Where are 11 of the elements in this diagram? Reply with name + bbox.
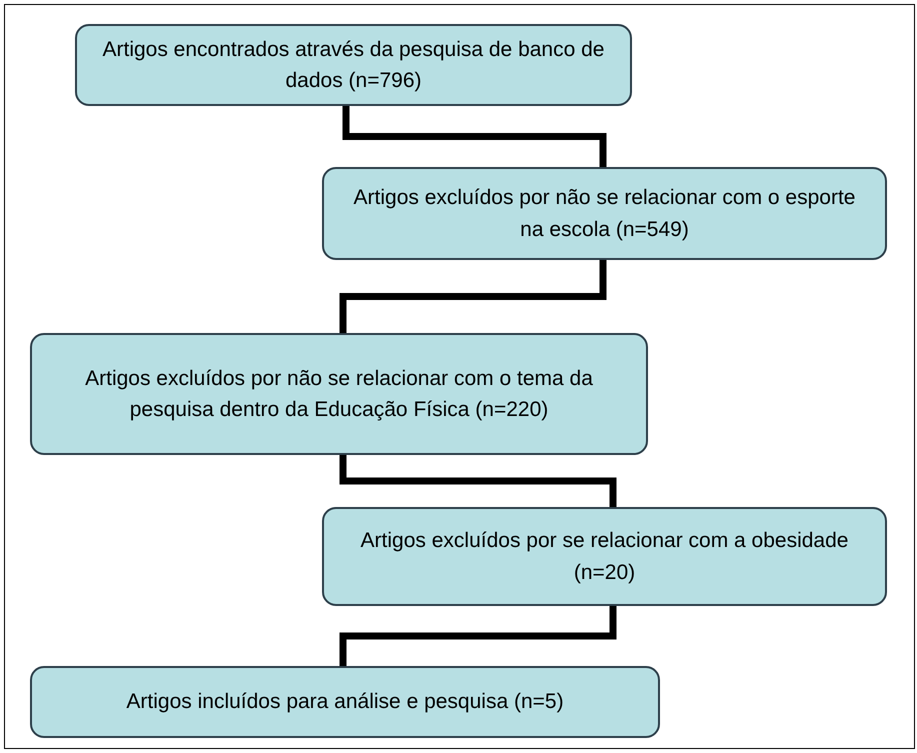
box-text: Artigos encontrados através da pesquisa de banco de dados (n=796) [101, 36, 606, 94]
box-text: Artigos excluídos por não se relacionar com o esporte na escola (n=549) [352, 185, 856, 242]
process-box [30, 333, 648, 455]
process-box [322, 507, 887, 606]
box-text: Artigos excluídos por se relacionar com a obesidade (n=20) [360, 528, 850, 586]
connector-line [340, 260, 606, 333]
process-box [75, 24, 632, 106]
box-text: Artigos incluídos para análise e pesquisa (n=5) [126, 689, 564, 716]
box-text: Artigos excluídos por não se relacionar com o tema da pesquisa dentro da Educação Física (n=220) [84, 366, 594, 423]
process-box [322, 167, 887, 260]
process-box [30, 666, 660, 738]
